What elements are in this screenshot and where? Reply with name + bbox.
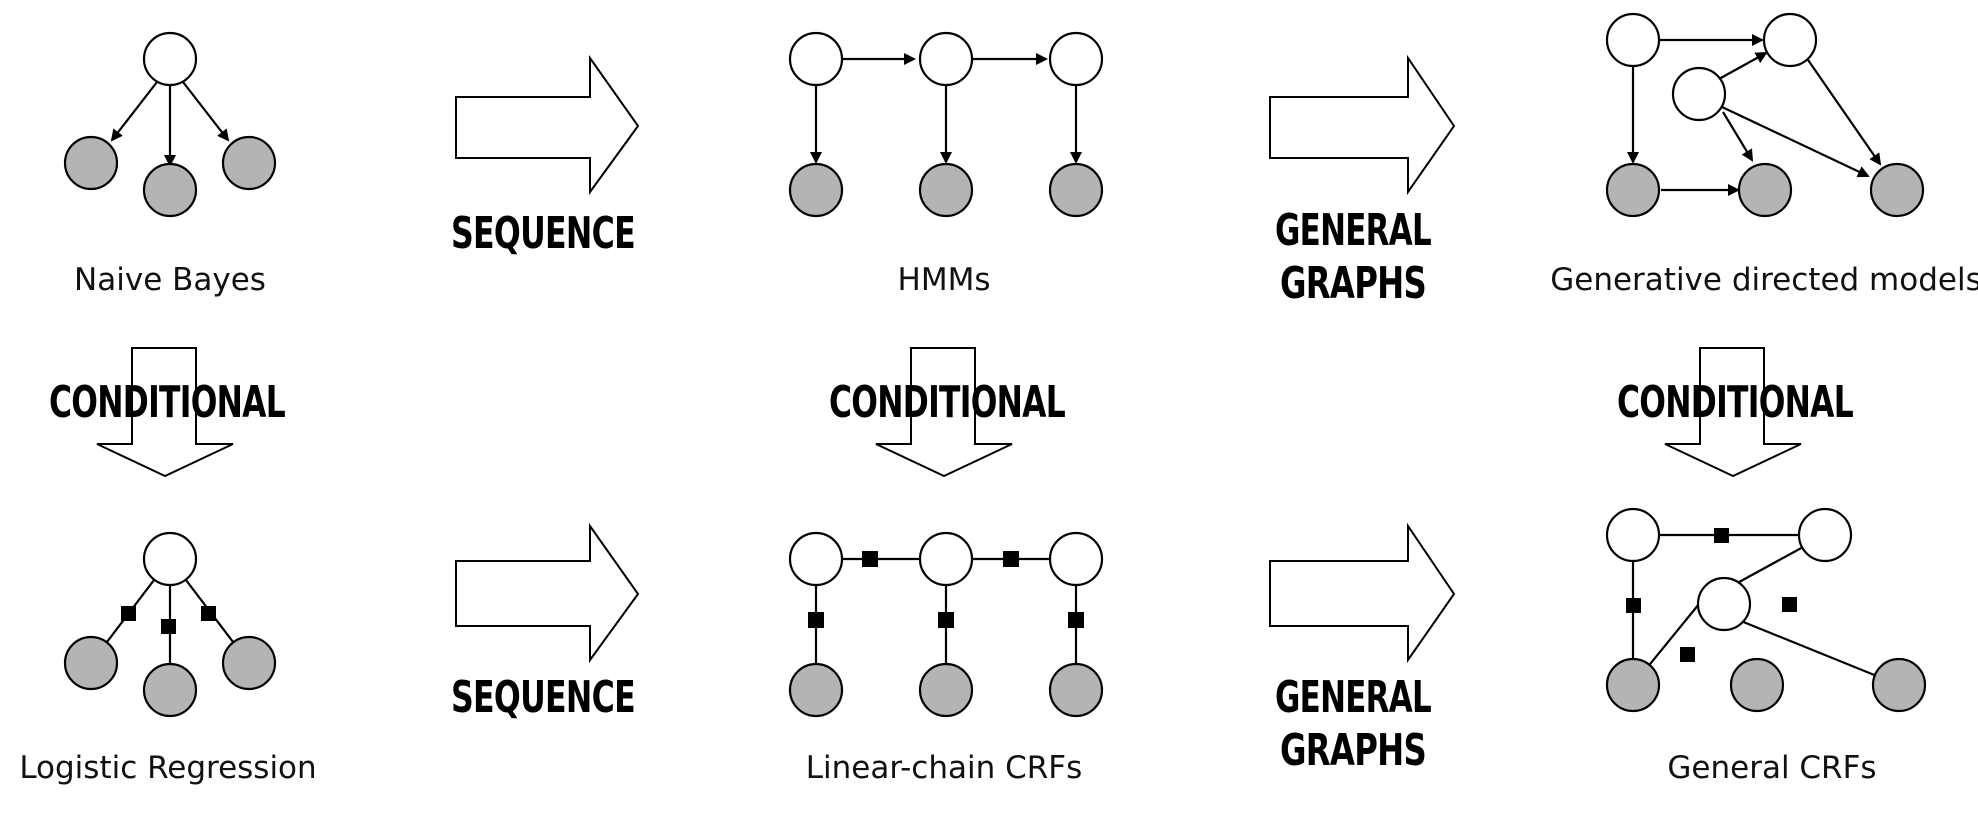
observed-node xyxy=(918,162,974,218)
observed-node xyxy=(1605,657,1661,713)
observed-node xyxy=(1871,657,1927,713)
edge xyxy=(1722,111,1754,162)
right-arrow-icon xyxy=(1269,522,1456,664)
hidden-node xyxy=(1762,12,1818,68)
hidden-node xyxy=(1671,66,1727,122)
graphs-label: GRAPHS xyxy=(1280,258,1426,309)
sequence-arrow-bottom: SEQUENCE xyxy=(451,522,640,723)
factor-square xyxy=(1626,598,1641,613)
down-arrow-icon xyxy=(1664,347,1802,478)
conditional-arrow-middle: CONDITIONAL xyxy=(829,347,1066,478)
observed-node xyxy=(918,662,974,718)
observed-node xyxy=(1048,662,1104,718)
general-graphs-arrow-bottom: GENERAL GRAPHS xyxy=(1269,522,1456,776)
conditional-label: CONDITIONAL xyxy=(49,377,285,428)
observed-node xyxy=(788,662,844,718)
observed-node xyxy=(221,135,277,191)
factor-square xyxy=(1068,612,1084,628)
edge xyxy=(182,81,230,142)
observed-node xyxy=(1048,162,1104,218)
general-label: GENERAL xyxy=(1275,205,1431,256)
factor-square xyxy=(161,619,176,634)
observed-node xyxy=(788,162,844,218)
factor-square xyxy=(1680,647,1695,662)
down-arrow-icon xyxy=(96,347,234,478)
observed-node xyxy=(63,135,119,191)
factor-square xyxy=(1782,597,1797,612)
general-crfs-label: General CRFs xyxy=(1667,750,1876,786)
observed-node xyxy=(142,662,198,718)
naive-bayes-label: Naive Bayes xyxy=(74,262,266,298)
observed-node xyxy=(221,635,277,691)
observed-node xyxy=(142,162,198,218)
hmm-graph xyxy=(788,31,1104,218)
logistic-regression-graph xyxy=(63,531,277,718)
naive-bayes-graph xyxy=(63,31,277,218)
observed-node xyxy=(1729,657,1785,713)
edge xyxy=(1718,52,1768,80)
hidden-node xyxy=(1605,507,1661,563)
factor-square xyxy=(938,612,954,628)
logistic-regression-label: Logistic Regression xyxy=(19,750,316,786)
hidden-node xyxy=(1797,507,1853,563)
factor-square xyxy=(1003,551,1019,567)
observed-node xyxy=(1869,162,1925,218)
observed-node xyxy=(63,635,119,691)
factor-square xyxy=(808,612,824,628)
hidden-node xyxy=(142,31,198,87)
hidden-node xyxy=(1696,576,1752,632)
right-arrow-icon xyxy=(455,54,640,196)
factor-square xyxy=(201,606,216,621)
hidden-node xyxy=(142,531,198,587)
general-label: GENERAL xyxy=(1275,672,1431,723)
generative-directed-label: Generative directed models xyxy=(1550,262,1978,298)
general-graphs-arrow-top: GENERAL GRAPHS xyxy=(1269,54,1456,309)
hmms-label: HMMs xyxy=(898,262,991,298)
graphs-label: GRAPHS xyxy=(1280,725,1426,776)
generative-directed-graph xyxy=(1605,12,1925,218)
hidden-node xyxy=(1048,531,1104,587)
conditional-label: CONDITIONAL xyxy=(829,377,1065,428)
edge xyxy=(110,81,158,142)
hidden-node xyxy=(788,531,844,587)
conditional-arrow-right: CONDITIONAL xyxy=(1617,347,1854,478)
linear-chain-crf-graph xyxy=(788,531,1104,718)
down-arrow-icon xyxy=(875,347,1013,478)
hidden-node xyxy=(918,531,974,587)
general-crf-graph xyxy=(1605,507,1927,713)
linear-chain-crfs-label: Linear-chain CRFs xyxy=(806,750,1083,786)
hidden-node xyxy=(1605,12,1661,68)
sequence-label: SEQUENCE xyxy=(451,208,635,259)
conditional-arrow-left: CONDITIONAL xyxy=(49,347,286,478)
sequence-label: SEQUENCE xyxy=(451,672,635,723)
edge xyxy=(1721,106,1870,178)
edge xyxy=(1805,56,1882,166)
factor-square xyxy=(121,606,136,621)
hidden-node xyxy=(788,31,844,87)
right-arrow-icon xyxy=(455,522,640,664)
factor-square xyxy=(1714,528,1729,543)
hidden-node xyxy=(1048,31,1104,87)
hidden-node xyxy=(918,31,974,87)
conditional-label: CONDITIONAL xyxy=(1617,377,1853,428)
observed-node xyxy=(1605,162,1661,218)
right-arrow-icon xyxy=(1269,54,1456,196)
observed-node xyxy=(1737,162,1793,218)
factor-square xyxy=(862,551,878,567)
sequence-arrow-top: SEQUENCE xyxy=(451,54,640,259)
